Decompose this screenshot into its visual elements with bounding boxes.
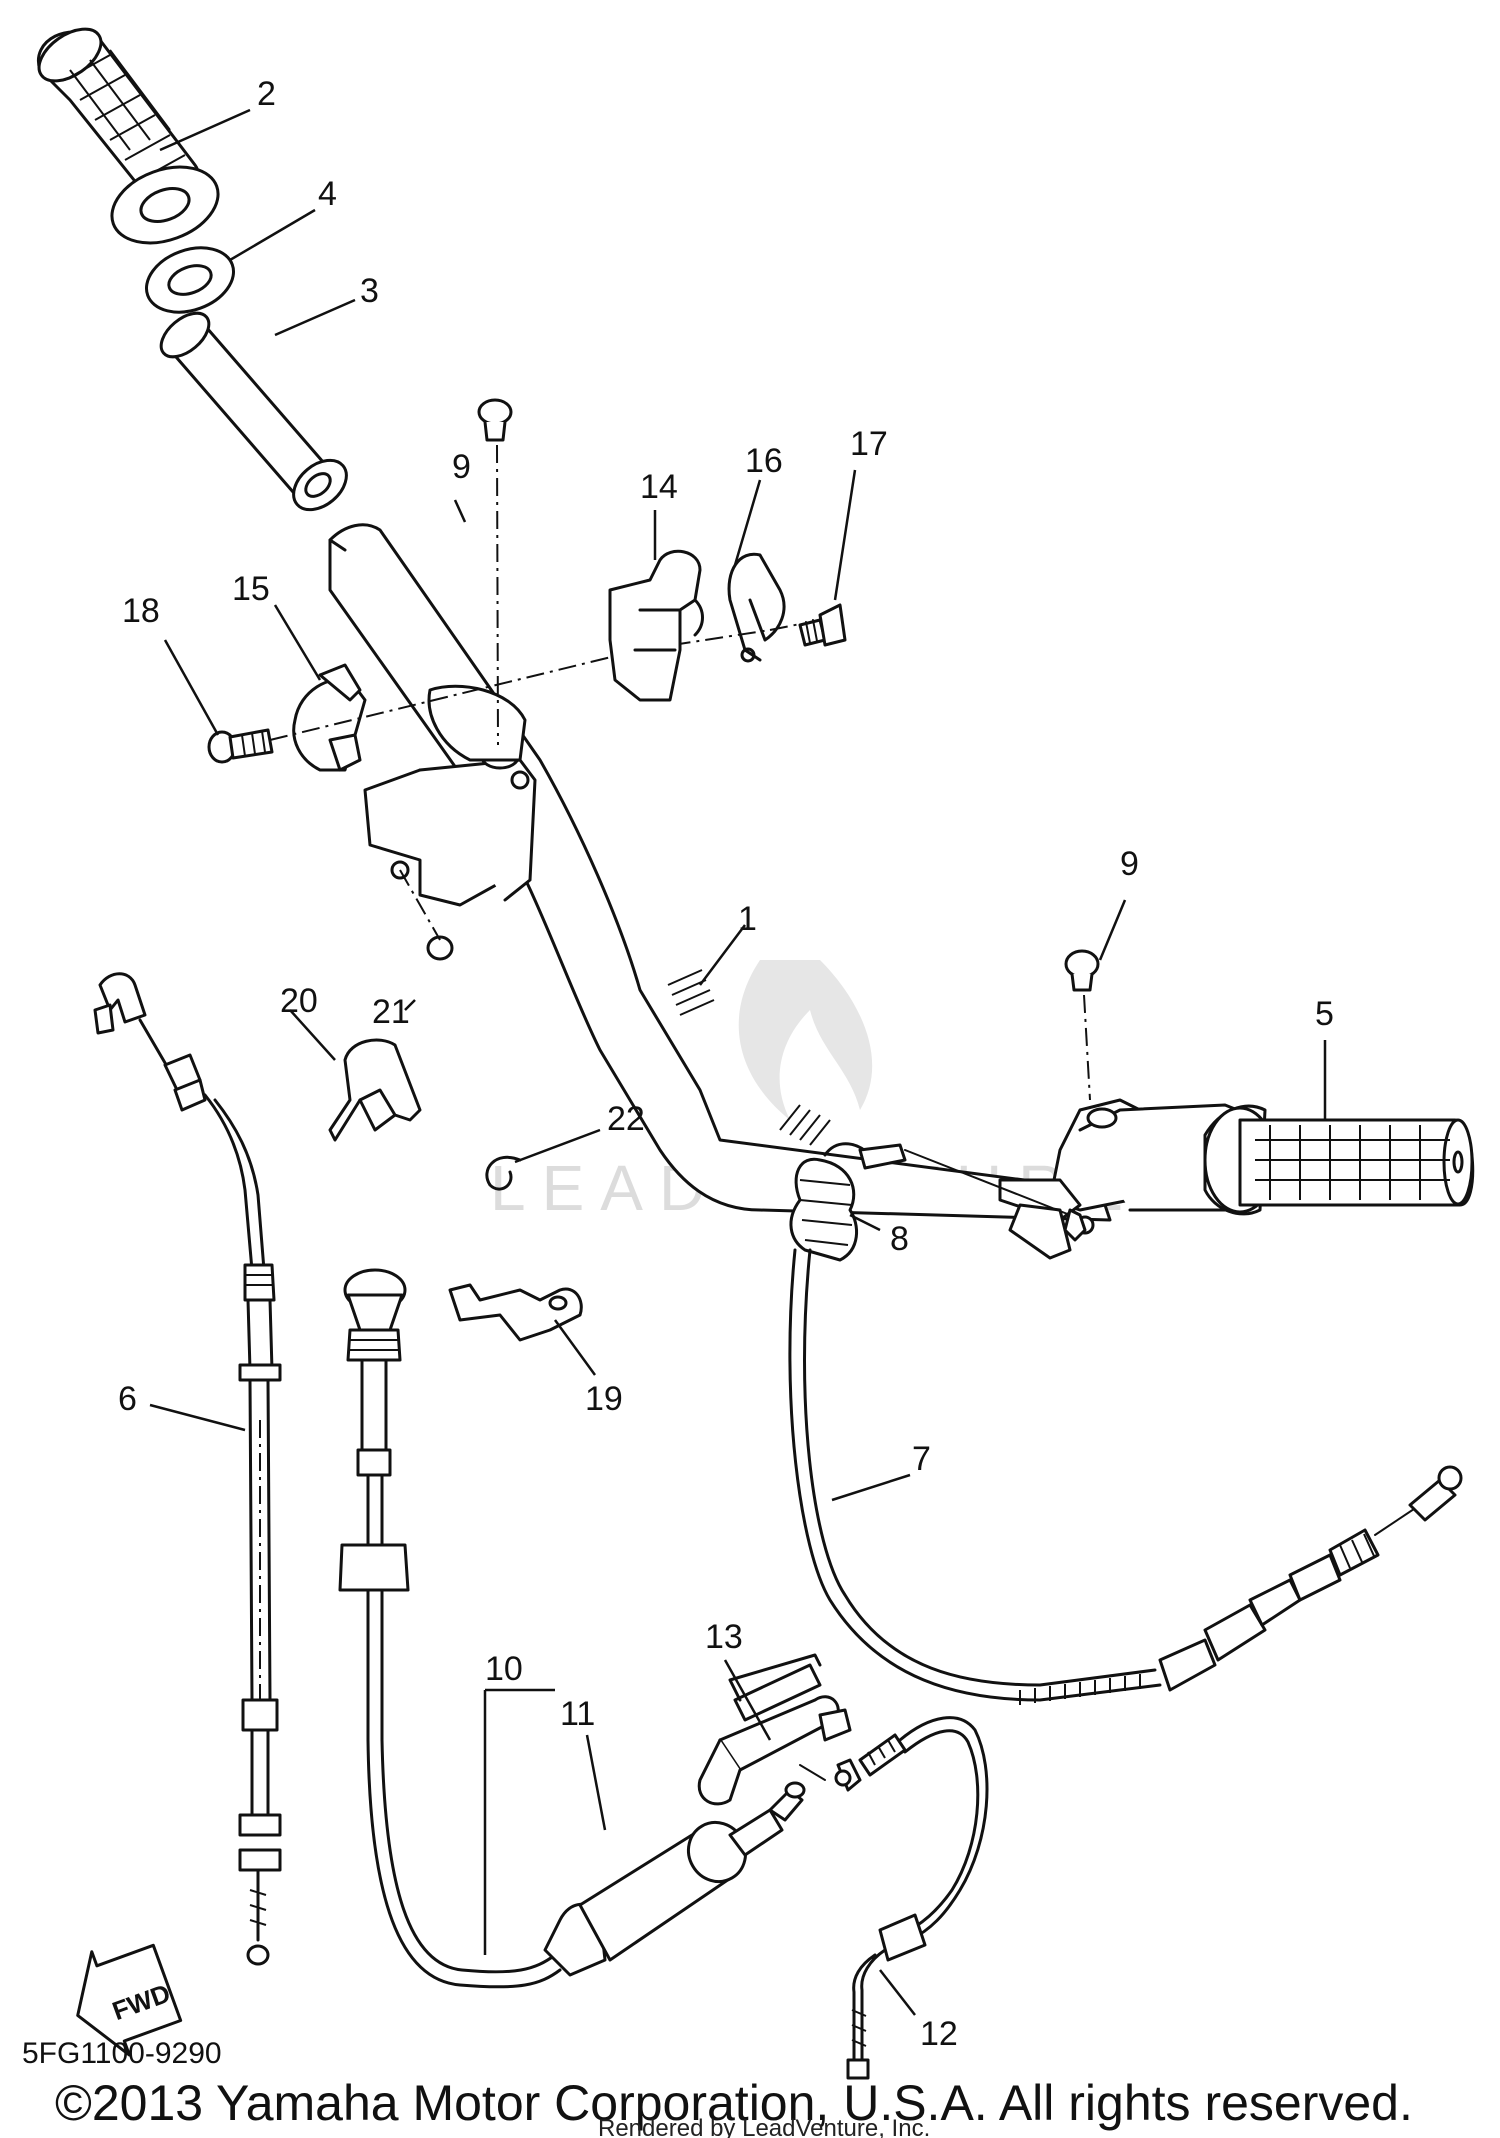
plunger-holder-part-13 — [697, 1653, 852, 1806]
handlebar-part-1 — [328, 523, 1112, 1222]
fwd-arrow: FWD — [76, 1943, 183, 2057]
cable-part-6 — [93, 972, 282, 1966]
callout-16: 16 — [745, 442, 783, 480]
callout-11: 11 — [560, 1695, 595, 1733]
callout-1: 1 — [738, 900, 757, 938]
diagram-code: 5FG1100-9290 — [22, 2037, 222, 2070]
callout-12: 12 — [920, 2015, 958, 2053]
callout-18: 18 — [122, 592, 160, 630]
throttle-tube-part-3 — [159, 311, 348, 512]
callout-22: 22 — [607, 1100, 645, 1138]
callouts: 2 4 3 9 14 16 17 18 15 1 9 5 20 21 22 8 … — [118, 75, 1334, 2053]
right-grip-part-5 — [1203, 1104, 1475, 1216]
clip-part-22 — [485, 1155, 522, 1191]
callout-15: 15 — [232, 570, 270, 608]
left-switch-housing — [363, 684, 537, 907]
clip-part-16 — [727, 552, 786, 663]
cap-part-9-upper — [477, 398, 513, 746]
callout-17: 17 — [850, 425, 888, 463]
washer-part-4 — [110, 165, 236, 314]
screw-part-17 — [798, 603, 847, 647]
throttle-cable-part-8 — [789, 1142, 1087, 1262]
callout-2: 2 — [257, 75, 276, 113]
callout-19: 19 — [585, 1380, 623, 1418]
long-cable-part-7 — [788, 1248, 1463, 1705]
pin-part-21 — [399, 869, 454, 961]
choke-plunger-part-11 — [543, 1781, 806, 1977]
left-grip-part-2 — [36, 27, 200, 206]
copyright-notice: ©2013 Yamaha Motor Corporation, U.S.A. A… — [55, 2075, 1413, 2131]
callout-3: 3 — [360, 272, 379, 310]
callout-9-upper: 9 — [452, 448, 471, 486]
clamp-part-20 — [328, 1038, 422, 1142]
choke-knob-cable-part-10 — [338, 1268, 562, 1989]
callout-6: 6 — [118, 1380, 137, 1418]
callout-14: 14 — [640, 468, 678, 506]
rendered-by-note: Rendered by LeadVenture, Inc. — [598, 2115, 930, 2138]
callout-9-lower: 9 — [1120, 845, 1139, 883]
callout-8: 8 — [890, 1220, 909, 1258]
callout-7: 7 — [912, 1440, 931, 1478]
cable-part-12 — [799, 1716, 989, 2080]
callout-20: 20 — [280, 982, 318, 1020]
leader-lines — [149, 108, 1327, 2016]
callout-4: 4 — [318, 175, 337, 213]
callout-10: 10 — [485, 1650, 523, 1688]
bolt-part-18 — [207, 728, 274, 764]
callout-13: 13 — [705, 1618, 743, 1656]
callout-5: 5 — [1315, 995, 1334, 1033]
clamp-part-15 — [292, 663, 367, 772]
lever-holder-part-14 — [608, 549, 704, 702]
cap-part-9-lower — [1064, 949, 1100, 1101]
bracket-part-19 — [448, 1283, 583, 1342]
callout-21: 21 — [372, 993, 410, 1031]
